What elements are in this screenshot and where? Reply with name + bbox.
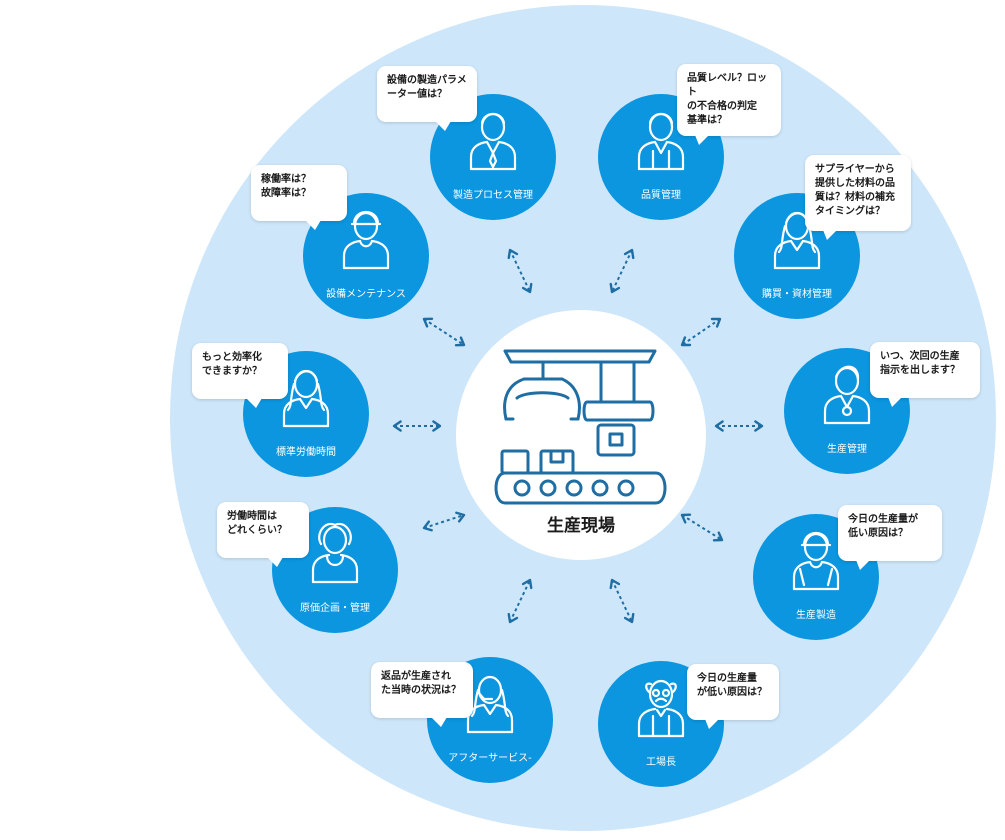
bidirectional-arrow <box>507 248 533 294</box>
person-icon <box>823 365 871 425</box>
role-node-process: 製造プロセス管理 <box>430 94 556 220</box>
role-label: 製造プロセス管理 <box>453 188 533 201</box>
bidirectional-arrow <box>422 317 466 347</box>
person-icon <box>342 210 390 270</box>
role-label: 原価企画・管理 <box>300 601 370 614</box>
role-circle <box>303 193 429 319</box>
person-icon <box>792 531 840 591</box>
role-node-maintenance: 設備メンテナンス <box>303 193 429 319</box>
speech-bubble-manufacturing: 今日の生産量が 低い原因は？ <box>838 505 942 570</box>
person-icon <box>469 112 517 171</box>
factory-icon <box>494 349 667 505</box>
speech-bubble-plant-manager: 今日の生産量 が低い原因は？ <box>687 664 779 729</box>
speech-bubble-production-mgmt: いつ、次回の生産 指示を出します？ <box>870 342 980 407</box>
role-label: 標準労働時間 <box>276 445 336 458</box>
role-label: 生産管理 <box>827 442 867 455</box>
bidirectional-arrow <box>714 420 764 432</box>
center-label: 生産現場 <box>547 515 615 536</box>
role-label: 購買・資材管理 <box>762 287 832 300</box>
bidirectional-arrow <box>609 578 635 624</box>
bidirectional-arrow <box>680 513 724 542</box>
role-label: アフターサービス- <box>448 752 532 764</box>
speech-bubble-maintenance: 稼働率は？ 故障率は？ <box>251 165 347 230</box>
person-icon <box>637 112 685 171</box>
person-icon <box>637 679 685 738</box>
speech-bubble-purchasing: サプライヤーから 提供した材料の品 質は？材料の補充 タイミングは？ <box>805 155 911 240</box>
role-label: 設備メンテナンス <box>326 287 406 300</box>
person-icon <box>282 369 330 428</box>
person-icon <box>311 522 359 584</box>
bidirectional-arrow <box>609 248 635 294</box>
bidirectional-arrow <box>422 511 466 532</box>
role-label: 工場長 <box>646 755 676 768</box>
speech-bubble-after-service: 返品が生産され た当時の状況は？ <box>371 662 473 727</box>
role-circle <box>430 94 556 220</box>
speech-bubble-standard-labor: もっと効率化 できますか？ <box>192 343 288 408</box>
speech-bubble-quality: 品質レベル？ロット の不合格の判定 基準は？ <box>677 64 781 145</box>
bidirectional-arrow <box>680 317 722 347</box>
role-label: 生産製造 <box>796 608 836 621</box>
center-circle <box>456 310 706 560</box>
bidirectional-arrow <box>507 578 533 624</box>
bidirectional-arrow <box>392 420 442 432</box>
speech-bubble-cost: 労働時間は どれくらい？ <box>217 502 309 567</box>
speech-bubble-process: 設備の製造パラメ ーター値は？ <box>377 66 477 131</box>
role-label: 品質管理 <box>641 188 681 201</box>
